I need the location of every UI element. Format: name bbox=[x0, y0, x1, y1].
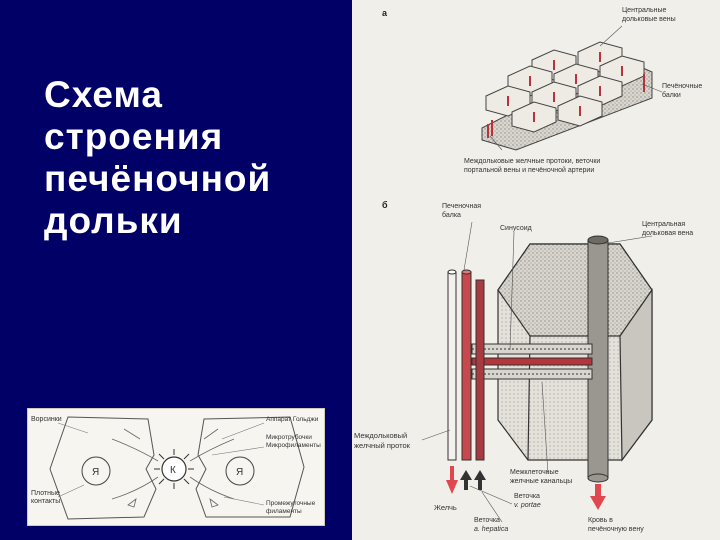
central-vein-marks bbox=[487, 52, 645, 138]
label-microtubules-2: Микрофиламенты bbox=[266, 442, 321, 449]
label-hepatic-beams-2: балки bbox=[662, 91, 681, 99]
label-microtubules-1: Микротрубочки bbox=[266, 433, 312, 441]
nucleus-right bbox=[225, 456, 255, 486]
nucleus-letter-right: Я bbox=[236, 467, 243, 478]
central-vein-tube bbox=[587, 235, 609, 483]
label-sinusoid: Синусоид bbox=[500, 225, 532, 232]
label-golgi: Аппарат Гольджи bbox=[266, 416, 319, 423]
panel-letter-a: а bbox=[382, 8, 388, 18]
label-central-vein-2: дольковая вена bbox=[642, 230, 693, 237]
title-line-1: Схема bbox=[44, 74, 163, 115]
label-artery-branch-1: Веточка bbox=[474, 517, 500, 524]
label-hepatic-beam-2: балка bbox=[442, 211, 461, 219]
title-line-2: строения bbox=[44, 116, 224, 157]
label-portal-branch-1: Веточка bbox=[514, 493, 540, 500]
portal-arrow bbox=[460, 470, 472, 490]
label-central-veins-1: Центральные bbox=[622, 7, 667, 14]
sinusoid-beams bbox=[471, 343, 593, 380]
panel-letter-b: б bbox=[382, 200, 388, 210]
bile-canaliculus bbox=[161, 456, 187, 482]
label-intermediate-2: филаменты bbox=[266, 508, 302, 515]
artery-arrow bbox=[474, 470, 486, 490]
label-artery-branch-2: a. hepatica bbox=[474, 526, 508, 533]
flow-arrows bbox=[446, 466, 606, 510]
label-hepatic-beam-1: Печеночная bbox=[442, 203, 481, 210]
title-line-3: печёночной bbox=[44, 158, 272, 199]
portal-vessels bbox=[447, 269, 485, 461]
nucleus-letter-left: Я bbox=[92, 467, 99, 478]
liver-lobule-illustration: а Центральные д bbox=[352, 0, 720, 540]
label-blood-2: печёночную вену bbox=[588, 526, 644, 533]
nucleus-left bbox=[81, 456, 111, 486]
hepatocyte-inset-svg: Я Я К bbox=[31, 416, 321, 520]
label-interlobular-2: портальной вены и печёночной артерии bbox=[464, 166, 594, 174]
title-line-4: дольки bbox=[44, 200, 183, 241]
canal-letter: К bbox=[170, 465, 176, 476]
label-bile-duct-2: желчный проток bbox=[354, 441, 411, 450]
hepatocyte-inset-diagram: Я Я К bbox=[27, 408, 325, 526]
lobule-diagram-svg: а Центральные д bbox=[354, 7, 702, 533]
label-intermediate-1: Промежуточные bbox=[266, 500, 316, 507]
label-blood-1: Кровь в bbox=[588, 517, 613, 524]
blood-out-arrow bbox=[590, 484, 606, 510]
label-bile-duct-1: Междольковый bbox=[354, 431, 407, 440]
label-villi: Ворсинки bbox=[31, 416, 62, 423]
label-bile: Желчь bbox=[434, 503, 457, 512]
label-tight-contacts-1: Плотные bbox=[31, 490, 60, 497]
label-hepatic-beams-1: Печёночные bbox=[662, 83, 702, 90]
label-bile-canaliculi-2: желчные канальцы bbox=[510, 478, 572, 485]
label-bile-canaliculi-1: Межклеточные bbox=[510, 469, 559, 476]
label-portal-branch-2: v. portae bbox=[514, 502, 541, 509]
label-tight-contacts-2: контакты bbox=[31, 498, 60, 505]
label-central-veins-2: дольковые вены bbox=[622, 16, 676, 23]
left-panel: Схема строения печёночной дольки Я Я К bbox=[0, 0, 352, 540]
label-interlobular-1: Междольковые желчные протоки, веточки bbox=[464, 158, 600, 165]
slide-title: Схема строения печёночной дольки bbox=[44, 74, 271, 242]
label-central-vein-1: Центральная bbox=[642, 221, 685, 228]
bile-arrow bbox=[446, 466, 458, 494]
